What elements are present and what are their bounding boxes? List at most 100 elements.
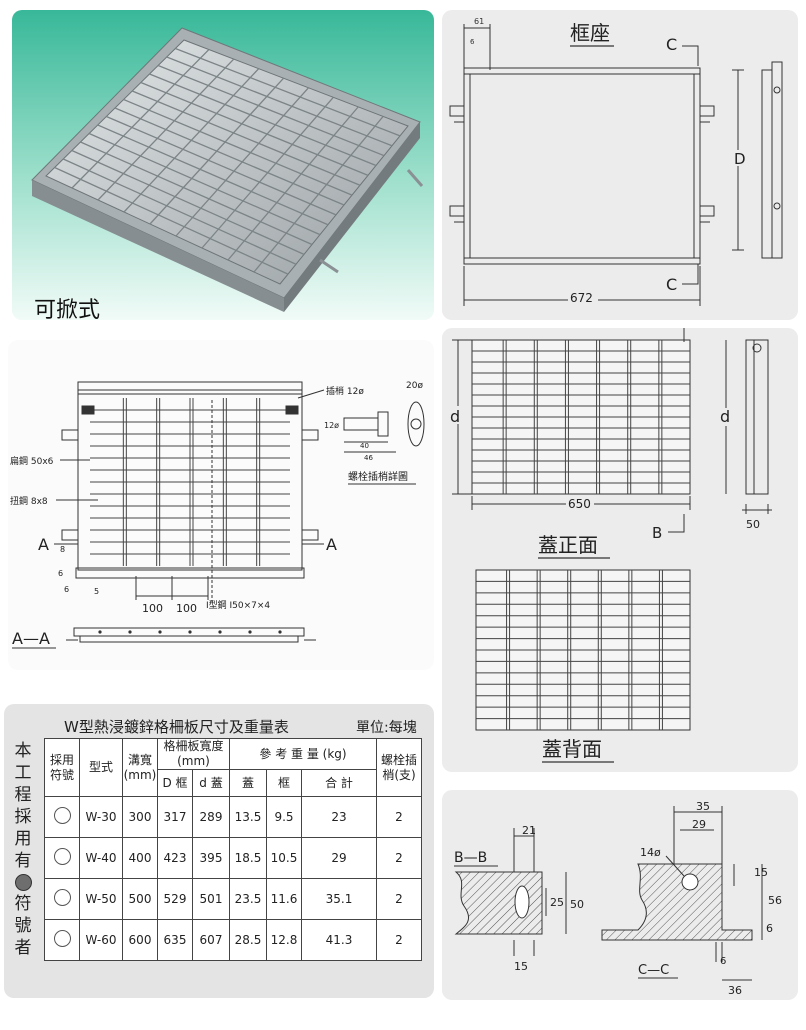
photo-bearing-bar	[71, 149, 305, 255]
section-bb-label: B—B	[454, 850, 487, 866]
section-bar-dot	[248, 630, 252, 634]
total-weight-cell: 29	[301, 837, 377, 879]
hdr-adopt: 採用符號	[44, 738, 80, 797]
photo-bearing-bar	[80, 141, 313, 246]
photo-bearing-bar	[88, 132, 321, 236]
bolt-cell: 2	[376, 837, 422, 879]
photo-cross-bar	[149, 77, 285, 225]
dim-15a: 15	[514, 960, 528, 973]
legend-top-char: 程	[14, 785, 32, 805]
section-bar-dot	[188, 630, 192, 634]
dim-29: 29	[692, 818, 706, 831]
bolt-cell: 2	[376, 878, 422, 920]
adopt-legend: 本工程採用有 符號者	[6, 740, 40, 959]
hdr-d-cover: d 蓋	[192, 769, 230, 797]
dim-6b: 6	[720, 956, 726, 967]
photo-bearing-bar	[166, 56, 393, 147]
cover-weight-cell: 18.5	[229, 837, 267, 879]
frame-drawing-panel: 框座 61 6 C C 672 D	[442, 10, 798, 320]
table-unit: 單位:每塊	[356, 720, 417, 736]
photo-bearing-bar	[140, 81, 369, 176]
pin-label: 插梢 12ø	[326, 385, 364, 397]
dim-8: 8	[60, 545, 65, 554]
cover-weight-cell: 13.5	[229, 796, 267, 838]
hdr-grating-width: 格柵板寬度(mm)	[157, 738, 230, 770]
d-cell: 289	[192, 796, 230, 838]
hdr-type: 型式	[79, 738, 123, 797]
photo-cross-bar	[97, 58, 235, 201]
adopt-circle-icon[interactable]	[53, 848, 71, 865]
bolt-shank: 12ø	[324, 421, 339, 430]
cover-weight-cell: 23.5	[229, 878, 267, 920]
type-cell: W-60	[79, 919, 123, 961]
hdr-d-frame: D 框	[157, 769, 193, 797]
adopt-cell[interactable]	[44, 796, 80, 838]
section-c-top: C	[666, 35, 677, 54]
photo-cross-bar	[123, 68, 260, 213]
cover-dim-d: d	[450, 407, 460, 426]
bolt-dia: 20ø	[406, 381, 423, 391]
adopt-circle-icon[interactable]	[53, 807, 71, 824]
selected-symbol-icon	[14, 874, 32, 891]
section-a-left: A	[38, 535, 49, 554]
photo-bearing-bar	[132, 90, 361, 186]
hdr-width: 溝寬(mm)	[122, 738, 158, 797]
total-weight-cell: 23	[301, 796, 377, 838]
section-drawing: B—B 21 25 50 15 35 29 14ø 15 56 6 6 C—C …	[454, 800, 782, 997]
photo-cross-bar	[201, 96, 334, 249]
adopt-cell[interactable]	[44, 919, 80, 961]
cover-dim-50: 50	[746, 518, 760, 531]
dim-36: 36	[728, 984, 742, 997]
width-cell: 300	[122, 796, 158, 838]
hdr-ref-weight: 參 考 重 量 (kg)	[229, 738, 377, 770]
section-bar-dot	[278, 630, 282, 634]
section-bar-dot	[128, 630, 132, 634]
dim-100-b: 100	[176, 602, 197, 615]
legend-top-char: 本	[14, 741, 32, 761]
flat-bar-label: 扁鋼 50x6	[10, 455, 54, 467]
legend-top-char: 工	[14, 763, 32, 783]
type-cell: W-40	[79, 837, 123, 879]
D-cell: 635	[157, 919, 193, 961]
adopt-cell[interactable]	[44, 878, 80, 920]
grating-photo	[12, 10, 434, 320]
section-bar-dot	[218, 630, 222, 634]
photo-bearing-bar	[97, 124, 329, 226]
photo-bearing-bar	[149, 73, 377, 167]
dim-21: 21	[522, 824, 536, 837]
section-bar-dot	[98, 630, 102, 634]
dim-6a: 6	[58, 569, 63, 578]
photo-cross-bar	[227, 106, 359, 261]
cover-front-title: 蓋正面	[538, 533, 598, 557]
total-weight-cell: 41.3	[301, 919, 377, 961]
legend-bottom-char: 符	[14, 894, 32, 914]
section-aa-label: A—A	[12, 629, 50, 648]
D-cell: 317	[157, 796, 193, 838]
width-cell: 600	[122, 919, 158, 961]
frame-weight-cell: 10.5	[266, 837, 302, 879]
dim-6: 6	[470, 38, 475, 46]
photo-bearing-bar	[106, 115, 337, 216]
adopt-cell[interactable]	[44, 837, 80, 879]
legend-top-char: 用	[14, 829, 32, 849]
twist-bar-label: 扭鋼 8x8	[10, 495, 48, 507]
grating-plan-drawing: 插梢 12ø 扁鋼 50x6 扭鋼 8x8 A A 8 6 6 5 100 10…	[10, 381, 425, 649]
section-b-top: B	[652, 328, 662, 332]
hdr-w-cover: 蓋	[229, 769, 267, 797]
hdr-bolt: 螺栓插梢(支)	[376, 738, 422, 797]
total-weight-cell: 35.1	[301, 878, 377, 920]
dim-6: 6	[766, 922, 773, 935]
dim-50: 50	[570, 898, 584, 911]
photo-bearing-bar	[54, 166, 289, 275]
section-cc-label: C—C	[638, 963, 669, 978]
section-bar-dot	[158, 630, 162, 634]
D-cell: 423	[157, 837, 193, 879]
adopt-circle-icon[interactable]	[53, 889, 71, 906]
photo-bearing-bar	[157, 64, 385, 157]
dim-15b: 15	[754, 866, 768, 879]
cover-weight-cell: 28.5	[229, 919, 267, 961]
adopt-circle-icon[interactable]	[53, 930, 71, 947]
dim-56: 56	[768, 894, 782, 907]
section-a-right: A	[326, 535, 337, 554]
